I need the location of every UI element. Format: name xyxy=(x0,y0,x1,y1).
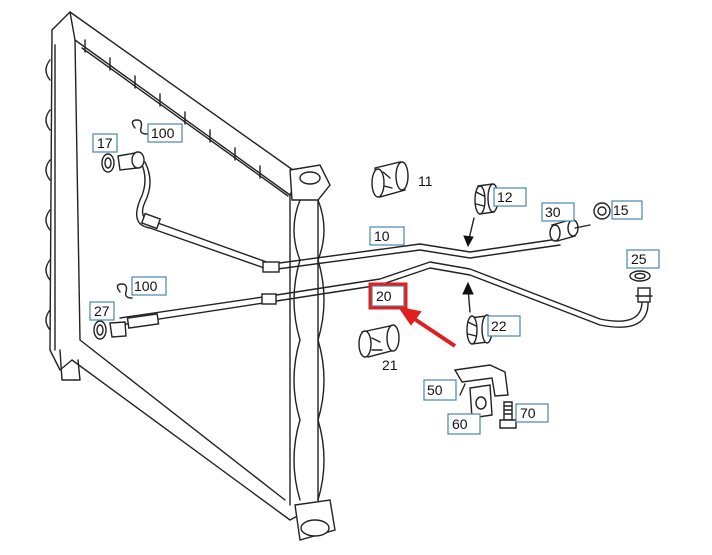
callout-11[interactable]: 11 xyxy=(418,173,433,189)
bushing-11 xyxy=(371,161,409,198)
callout-text: 100 xyxy=(151,125,175,141)
fitting-lower-right xyxy=(635,287,653,303)
fitting-27 xyxy=(93,320,127,340)
callout-22[interactable]: 22 xyxy=(487,315,521,337)
fitting-30 xyxy=(549,219,591,242)
callout-text: 27 xyxy=(94,303,110,319)
lower-cooler-line xyxy=(119,261,649,329)
callout-100-upper[interactable]: 100 xyxy=(147,123,183,143)
fitting-17 xyxy=(101,151,145,173)
callout-17[interactable]: 17 xyxy=(92,133,118,153)
callout-15[interactable]: 15 xyxy=(611,200,643,220)
callout-70[interactable]: 70 xyxy=(515,403,549,423)
callout-text: 70 xyxy=(520,405,536,421)
callout-text: 11 xyxy=(418,173,433,189)
callout-50[interactable]: 50 xyxy=(423,379,457,401)
callout-27[interactable]: 27 xyxy=(89,301,115,321)
callout-text: 30 xyxy=(545,204,561,220)
callout-text: 25 xyxy=(631,251,647,267)
callout-text: 60 xyxy=(452,416,468,432)
callout-20-highlighted[interactable]: 20 xyxy=(368,282,408,310)
washer-25 xyxy=(629,270,651,282)
callout-text: 10 xyxy=(374,228,390,244)
bracket-50 xyxy=(453,364,509,419)
radiator xyxy=(45,11,336,541)
callout-text: 15 xyxy=(613,202,629,218)
callout-60[interactable]: 60 xyxy=(447,413,481,435)
washer-15 xyxy=(593,202,611,220)
highlight-arrow-shaft xyxy=(408,314,457,348)
arrow-head-icon xyxy=(463,235,474,248)
highlight-arrow-icon xyxy=(397,306,422,326)
callout-text: 21 xyxy=(382,357,398,373)
callout-25[interactable]: 25 xyxy=(626,249,660,269)
clip-icon xyxy=(116,283,133,299)
callout-text: 22 xyxy=(491,318,507,334)
callout-10[interactable]: 10 xyxy=(369,226,405,246)
callout-text: 12 xyxy=(497,189,513,205)
callout-30[interactable]: 30 xyxy=(541,202,575,222)
bushing-21 xyxy=(358,324,400,358)
callout-12[interactable]: 12 xyxy=(493,187,527,207)
bushing-22 xyxy=(466,314,493,345)
callout-text: 17 xyxy=(97,135,113,151)
arrow-head-icon xyxy=(462,281,474,295)
upper-cooler-line xyxy=(136,159,561,273)
callout-text: 100 xyxy=(134,278,158,294)
callout-text: 20 xyxy=(376,288,392,304)
bolt-70 xyxy=(499,401,517,429)
callout-21[interactable]: 21 xyxy=(382,357,398,373)
clip-icon xyxy=(131,119,148,135)
callout-100-lower[interactable]: 100 xyxy=(131,276,167,296)
callout-text: 50 xyxy=(427,382,443,398)
